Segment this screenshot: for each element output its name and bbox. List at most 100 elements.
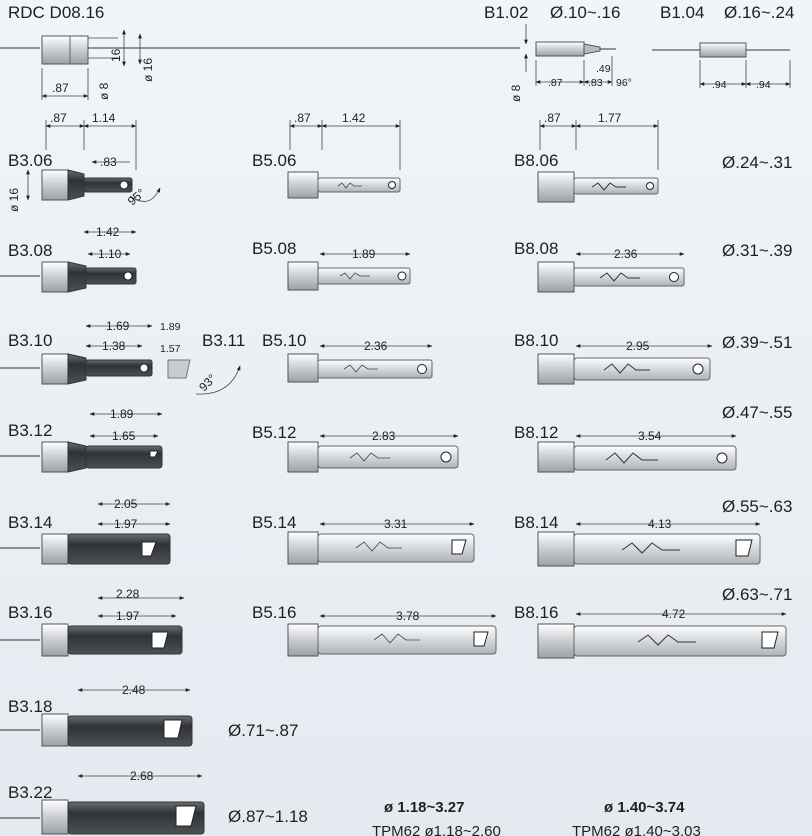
b814-label: B8.14 xyxy=(514,513,558,532)
b312-dim-1: 1.89 xyxy=(110,407,134,421)
b312-label: B3.12 xyxy=(8,421,52,440)
b104-dim-1: .94 xyxy=(712,79,727,91)
bar-b508: 1.89 B5.08 xyxy=(252,239,411,291)
bar-b318: 2.48 B3.18 Ø.71~.87 xyxy=(0,683,298,747)
b322-label: B3.22 xyxy=(8,783,52,802)
b314-label: B3.14 xyxy=(8,513,52,532)
bar-b810: 2.95 B8.10 Ø.39~.51 xyxy=(514,331,792,385)
b310-label: B3.10 xyxy=(8,331,52,350)
b311-dim-2: 1.57 xyxy=(160,343,181,355)
b314-dim-1: 2.05 xyxy=(114,497,138,511)
b512-dim-1: 2.83 xyxy=(372,429,396,443)
bar-b310: 1.69 1.38 B3.10 xyxy=(0,319,153,385)
bar-b516: 3.78 B5.16 xyxy=(252,603,497,657)
b102-range: Ø.10~.16 xyxy=(550,3,620,22)
holder-shank-dia: ø 16 xyxy=(141,58,155,82)
b508-label: B5.08 xyxy=(252,239,296,258)
b508-dim-1: 1.89 xyxy=(352,247,376,261)
b514-dim-1: 3.31 xyxy=(384,517,408,531)
bar-b102: B1.02 Ø.10~.16 ø 8 .87 .83 .49 96° xyxy=(484,3,632,102)
b310-dim-2: 1.38 xyxy=(102,339,126,353)
b318-label: B3.18 xyxy=(8,697,52,716)
b310-dim-1: 1.69 xyxy=(106,319,130,333)
b806-dim-1: .87 xyxy=(544,111,561,125)
b516-label: B5.16 xyxy=(252,603,296,622)
bar-b808: 2.36 B8.08 Ø.31~.39 xyxy=(514,239,792,293)
b104-dim-2: .94 xyxy=(756,79,771,91)
b102-bore: ø 8 xyxy=(509,84,523,102)
b806-dim-2: 1.77 xyxy=(598,111,622,125)
b506-dim-1: .87 xyxy=(294,111,311,125)
b306-dim-3: .83 xyxy=(100,155,117,169)
holder-label: RDC D08.16 xyxy=(8,3,104,22)
b512-label: B5.12 xyxy=(252,423,296,442)
b306-dia: ø 16 xyxy=(7,188,21,212)
b814-range: Ø.55~.63 xyxy=(722,497,792,516)
b806-label: B8.06 xyxy=(514,151,558,170)
b312-dim-2: 1.65 xyxy=(112,429,136,443)
b516-dim-1: 3.78 xyxy=(396,609,420,623)
holder-rdc: RDC D08.16 .87 ø 8 16 ø 16 xyxy=(0,3,520,100)
bar-b506: .87 1.42 B5.06 xyxy=(252,111,401,199)
b816-range: Ø.63~.71 xyxy=(722,585,792,604)
b506-dim-2: 1.42 xyxy=(342,111,366,125)
bar-b316: 2.28 1.97 B3.16 xyxy=(0,587,185,657)
b308-label: B3.08 xyxy=(8,241,52,260)
b514-label: B5.14 xyxy=(252,513,296,532)
b316-dim-1: 2.28 xyxy=(116,587,140,601)
b306-label: B3.06 xyxy=(8,151,52,170)
b102-label: B1.02 xyxy=(484,3,528,22)
bar-b312: 1.89 1.65 B3.12 xyxy=(0,407,163,473)
footer-col2-tpm: TPM62 ø1.40~3.03 xyxy=(572,823,701,836)
bar-b512: 2.83 B5.12 xyxy=(252,423,459,473)
b816-dim-1: 4.72 xyxy=(662,607,686,621)
bar-b322: 2.68 B3.22 Ø.87~1.18 xyxy=(0,769,308,835)
bar-b806: .87 1.77 B8.06 Ø.24~.31 xyxy=(514,111,792,203)
b812-range: Ø.47~.55 xyxy=(722,403,792,422)
holder-shank-side: 16 xyxy=(109,48,123,62)
bar-b308: 1.42 1.10 B3.08 xyxy=(0,225,137,293)
b306-dim-1: .87 xyxy=(50,111,67,125)
b316-label: B3.16 xyxy=(8,603,52,622)
bar-b510: 2.36 B5.10 xyxy=(262,331,433,383)
bar-b314: 2.05 1.97 B3.14 xyxy=(0,497,171,565)
b102-angle: 96° xyxy=(616,77,632,89)
bar-b812: 3.54 B8.12 Ø.47~.55 xyxy=(514,403,792,473)
footer-col1-tpm: TPM62 ø1.18~2.60 xyxy=(372,823,501,836)
b808-range: Ø.31~.39 xyxy=(722,241,792,260)
footer-col2-range: ø 1.40~3.74 xyxy=(604,799,685,816)
footer-col1-range: ø 1.18~3.27 xyxy=(384,799,464,816)
b102-dim-3: .49 xyxy=(596,63,611,75)
b104-range: Ø.16~.24 xyxy=(724,3,794,22)
b316-dim-2: 1.97 xyxy=(116,609,140,623)
b812-label: B8.12 xyxy=(514,423,558,442)
b308-dim-2: 1.10 xyxy=(98,247,122,261)
b322-range: Ø.87~1.18 xyxy=(228,807,308,826)
b808-label: B8.08 xyxy=(514,239,558,258)
bar-b816: 4.72 B8.16 Ø.63~.71 xyxy=(514,585,792,659)
b810-dim-1: 2.95 xyxy=(626,339,650,353)
b810-range: Ø.39~.51 xyxy=(722,333,792,352)
bar-b306: .87 1.14 B3.06 .83 ø 16 95° xyxy=(7,111,161,212)
holder-bore: ø 8 xyxy=(97,82,111,100)
b510-dim-1: 2.36 xyxy=(364,339,388,353)
b816-label: B8.16 xyxy=(514,603,558,622)
b318-dim-1: 2.48 xyxy=(122,683,146,697)
bar-b514: 3.31 B5.14 xyxy=(252,513,475,565)
b322-dim-1: 2.68 xyxy=(130,769,154,783)
b318-range: Ø.71~.87 xyxy=(228,721,298,740)
b311-label: B3.11 xyxy=(202,331,245,350)
b814-dim-1: 4.13 xyxy=(648,517,672,531)
b812-dim-1: 3.54 xyxy=(638,429,662,443)
b102-dim-2: .83 xyxy=(588,77,603,89)
b506-label: B5.06 xyxy=(252,151,296,170)
holder-length: .87 xyxy=(52,81,69,95)
bar-b104: B1.04 Ø.16~.24 .94 .94 xyxy=(652,3,794,91)
b102-dim-1: .87 xyxy=(548,77,563,89)
b810-label: B8.10 xyxy=(514,331,558,350)
b311-dim-1: 1.89 xyxy=(160,321,181,333)
footer-col-2: ø 1.40~3.74 TPM62 ø1.40~3.03 xyxy=(572,799,701,836)
b308-dim-1: 1.42 xyxy=(96,225,120,239)
